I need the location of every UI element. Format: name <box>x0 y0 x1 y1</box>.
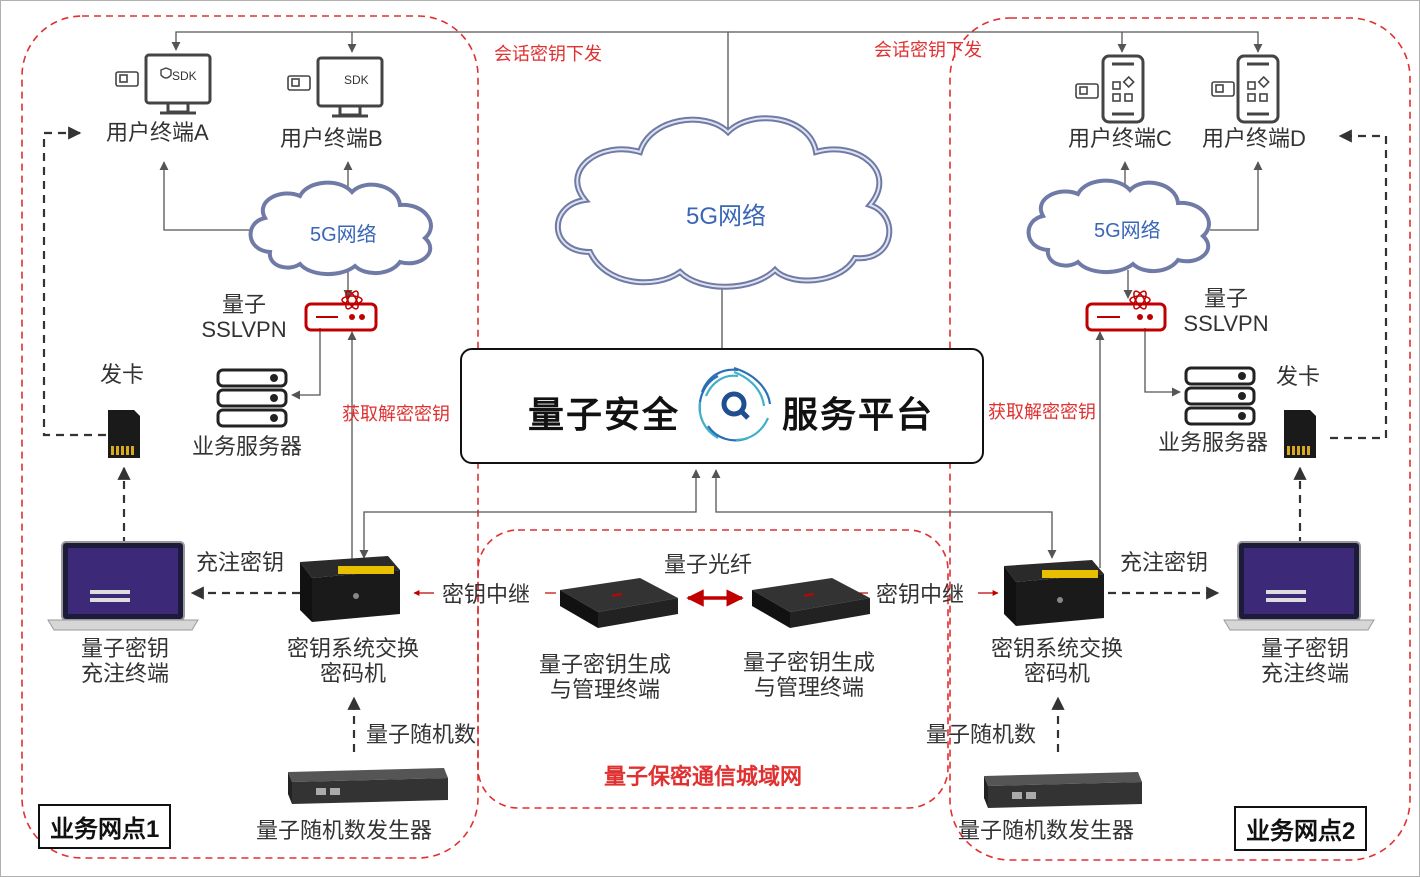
charge-terminal-right-line1: 量子密钥 <box>1260 636 1349 661</box>
cloud-5g-right <box>1026 178 1211 275</box>
qrng-right-label: 量子随机数发生器 <box>958 818 1135 843</box>
key-gen-terminal-icon-right <box>752 578 870 628</box>
qrng-icon-right <box>984 772 1142 808</box>
key-gen-left-line2: 与管理终端 <box>549 677 660 703</box>
sim-icons <box>115 71 1235 99</box>
monitor-icon-b <box>316 56 384 118</box>
cloud-right-label: 5G网络 <box>1094 220 1161 242</box>
get-key-label-right: 获取解密密钥 <box>988 402 1096 422</box>
kms-right-line1: 密钥系统交换 <box>990 636 1123 661</box>
phone-icon-c <box>1101 54 1145 124</box>
charge-terminal-left-line2: 充注终端 <box>80 661 169 687</box>
get-key-label-left: 获取解密密钥 <box>342 404 450 424</box>
inject-key-left-label: 充注密钥 <box>196 550 285 575</box>
site-label-right: 业务网点2 <box>1234 806 1368 851</box>
kms-left-line1: 密钥系统交换 <box>286 636 419 661</box>
relay-right-label: 密钥中继 <box>876 582 965 607</box>
vpn-icon-left <box>304 290 378 332</box>
laptop-icon-right <box>1223 541 1375 631</box>
kms-machine-icon-right <box>1004 560 1104 626</box>
server-icon-right <box>1184 366 1256 426</box>
terminal-d-label: 用户终端D <box>1202 126 1306 151</box>
vpn-right-label-line1: 量子 <box>1203 286 1248 311</box>
vpn-right-label-line2: SSLVPN <box>1183 311 1269 337</box>
kms-left-label: 密钥系统交换 密码机 <box>278 636 428 687</box>
issue-card-left-label: 发卡 <box>100 362 145 387</box>
inject-key-right-label: 充注密钥 <box>1120 550 1209 575</box>
vpn-left-label-line1: 量子 <box>221 292 266 317</box>
charge-terminal-right-line2: 充注终端 <box>1260 661 1349 687</box>
cloud-main-label: 5G网络 <box>686 203 767 230</box>
metro-network-label: 量子保密通信城域网 <box>604 764 803 789</box>
quantum-security-platform: 量子安全 服务平台 <box>460 348 984 464</box>
platform-title-left: 量子安全 <box>528 394 681 435</box>
kms-left-line2: 密码机 <box>319 661 386 687</box>
platform-title-right: 服务平台 <box>782 394 935 435</box>
quantum-q-logo-icon <box>698 366 772 442</box>
qrng-left-label: 量子随机数发生器 <box>256 818 433 843</box>
phone-icon-d <box>1236 54 1280 124</box>
server-icon-left <box>216 368 288 428</box>
qrng-icon-left <box>288 768 448 804</box>
key-gen-right-line1: 量子密钥生成 <box>742 650 875 675</box>
biz-server-left-label: 业务服务器 <box>192 434 303 459</box>
rng-right-label: 量子随机数 <box>926 722 1037 747</box>
cloud-left-label: 5G网络 <box>310 224 377 246</box>
terminal-a-label: 用户终端A <box>106 120 209 145</box>
sd-card-icon-right <box>1284 410 1316 458</box>
fiber-label: 量子光纤 <box>664 552 753 577</box>
rng-left-label: 量子随机数 <box>366 722 477 747</box>
laptop-icon-left <box>47 541 199 631</box>
key-gen-terminal-icon-left <box>560 578 678 628</box>
vpn-icon-right <box>1085 290 1167 332</box>
cloud-5g-left <box>248 180 433 277</box>
kms-right-line2: 密码机 <box>1023 661 1090 687</box>
session-key-label-left: 会话密钥下发 <box>494 44 602 64</box>
terminal-c-label: 用户终端C <box>1068 126 1172 151</box>
charge-terminal-right-label: 量子密钥 充注终端 <box>1240 636 1370 687</box>
cloud-5g-main <box>554 115 893 290</box>
key-gen-right-line2: 与管理终端 <box>753 675 864 701</box>
vpn-left-label-line2: SSLVPN <box>201 317 287 343</box>
charge-terminal-left-label: 量子密钥 充注终端 <box>60 636 190 687</box>
charge-terminal-left-line1: 量子密钥 <box>80 636 169 661</box>
vpn-left-label: 量子 SSLVPN <box>200 292 288 343</box>
site-label-left: 业务网点1 <box>38 804 172 849</box>
kms-machine-icon-left <box>300 556 400 622</box>
key-gen-left-line1: 量子密钥生成 <box>538 652 671 677</box>
monitor-icon-a <box>144 53 212 115</box>
issue-card-right-label: 发卡 <box>1276 364 1321 389</box>
sdk-label-a: SDK <box>172 69 197 83</box>
relay-left-label: 密钥中继 <box>442 582 531 607</box>
site-zone-left <box>21 15 479 859</box>
key-gen-right-label: 量子密钥生成 与管理终端 <box>734 650 884 701</box>
kms-right-label: 密钥系统交换 密码机 <box>982 636 1132 687</box>
sdk-label-b: SDK <box>344 73 369 87</box>
sd-card-icon-left <box>108 410 140 458</box>
vpn-right-label: 量子 SSLVPN <box>1180 286 1272 337</box>
key-gen-left-label: 量子密钥生成 与管理终端 <box>530 652 680 703</box>
terminal-b-label: 用户终端B <box>280 126 383 151</box>
biz-server-right-label: 业务服务器 <box>1158 430 1269 455</box>
session-key-label-right: 会话密钥下发 <box>874 40 982 60</box>
